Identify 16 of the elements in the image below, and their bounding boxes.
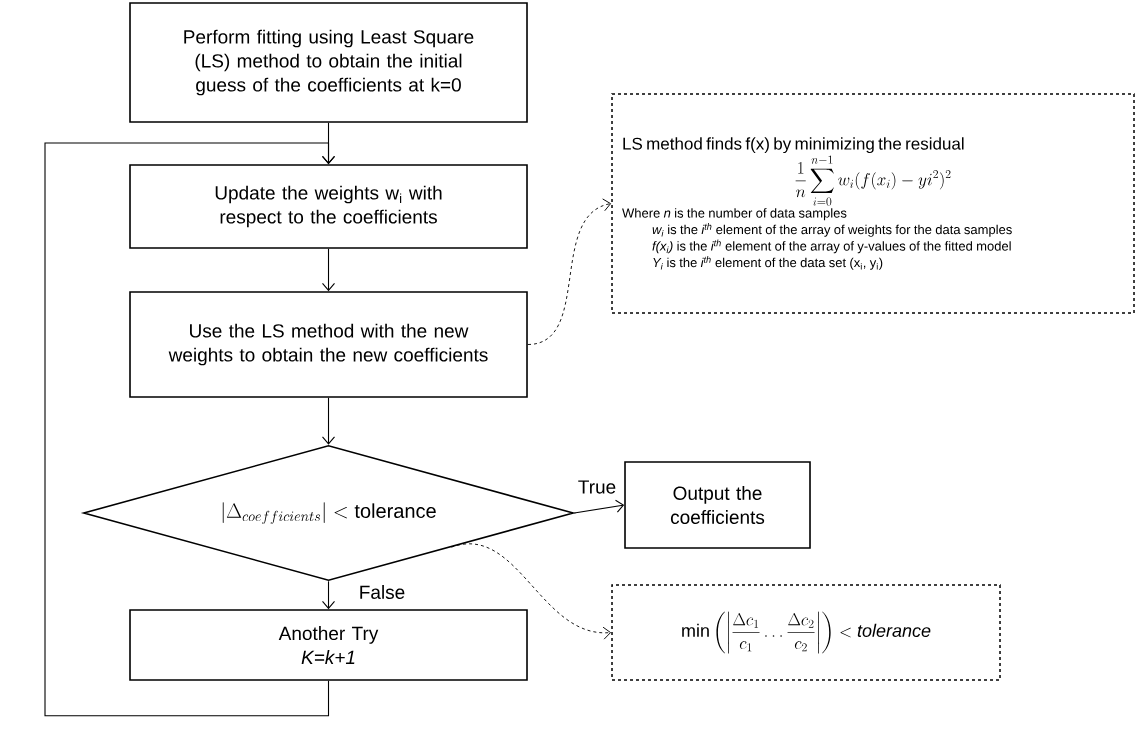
process-box: Perform fitting using Least Square (LS) method to obtain the initial guess of the coefficients at k=0 bbox=[129, 2, 528, 123]
process-box: Output the coefficients bbox=[624, 461, 811, 549]
dashed-connector bbox=[527, 198, 612, 345]
arrow bbox=[321, 248, 336, 292]
process-box: Update the weights w$_{i}$ with respect to the coefficients bbox=[129, 164, 528, 249]
formula-box: $\min\left(\left|\frac{\Delta c_1}{c_1}\dots\frac{\Delta c_2}{c_2}\right|\right) < \mathit{tolerance}$ bbox=[611, 584, 1001, 681]
edge-label: True bbox=[578, 480, 616, 494]
arrow bbox=[321, 397, 336, 445]
arrow bbox=[321, 580, 336, 610]
process-box: Another Try K=k+1 bbox=[129, 609, 528, 681]
note-box: LS method finds f(x) by minimizing the residual $\frac{1}{n}\sum_{i=0}^{n-1} w_i(f(x_i)-yi^2)^2$ Where n is the number of data samples w$_{i}$ is the i$^{th}$ element of the array of weights for the data samples f(x$_{i}$) is the i$^{th}$ element of the array of y-values of the fitted model Y$_{i}$ is the i$^{th}$ element of the data set (x$_{i}$, y$_{i}$) bbox=[611, 93, 1135, 314]
arrow bbox=[44, 142, 336, 717]
arrow bbox=[573, 499, 625, 514]
dashed-connector bbox=[450, 543, 612, 640]
process-box: Use the LS method with the new weights to obtain the new coefficients bbox=[129, 291, 528, 398]
edge-label: False bbox=[360, 585, 405, 599]
